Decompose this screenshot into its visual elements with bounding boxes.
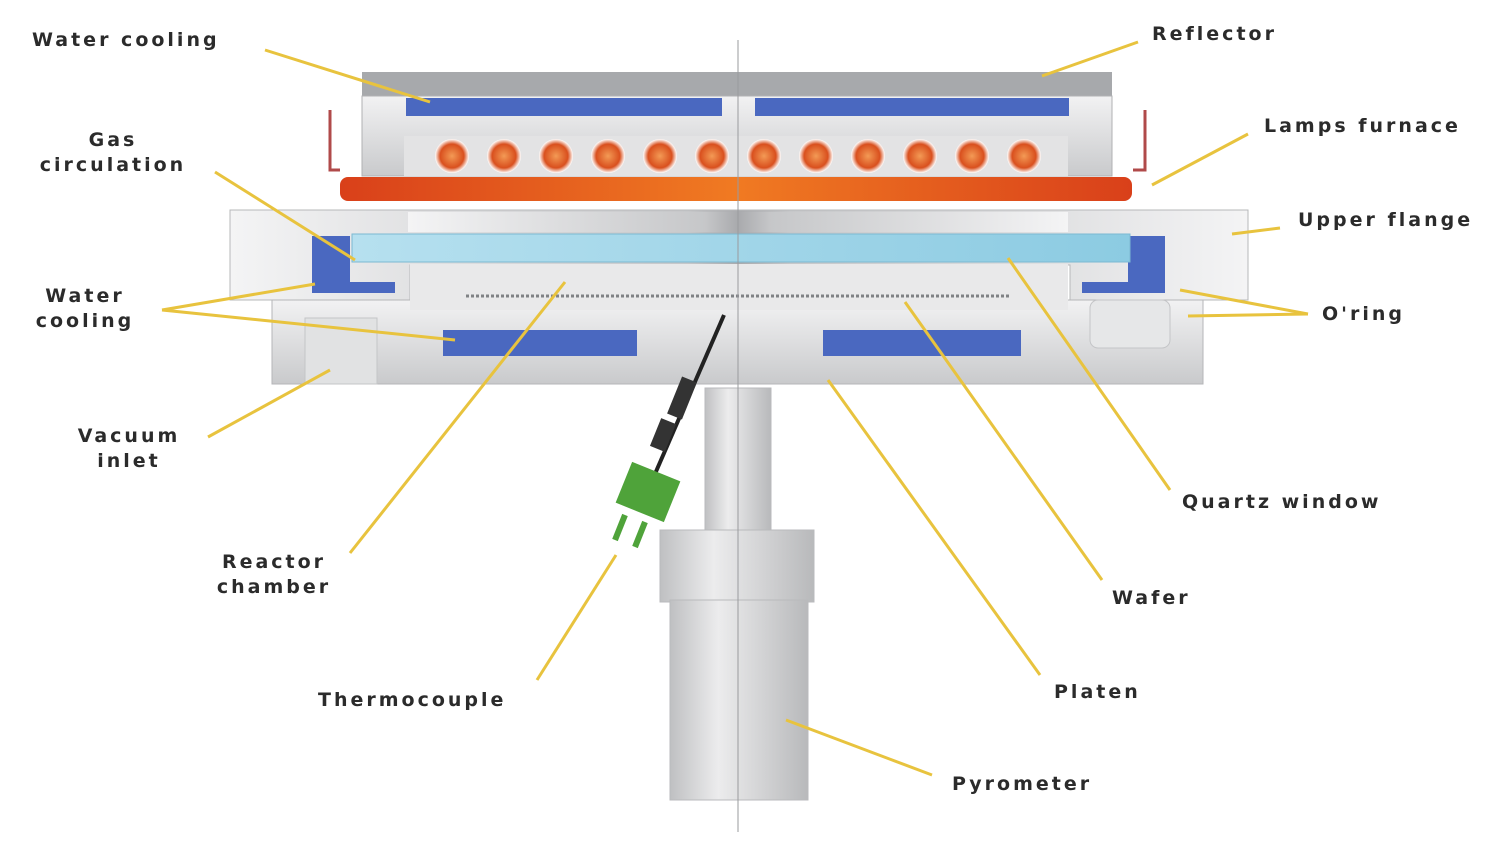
label-o-ring: O'ring bbox=[1322, 303, 1405, 325]
label-pyrometer: Pyrometer bbox=[952, 773, 1093, 795]
lamps-row bbox=[435, 139, 1041, 173]
label-water-cooling-top: Water cooling bbox=[32, 29, 220, 51]
leader-lines bbox=[161, 40, 1309, 777]
label-gas-circulation: Gas circulation bbox=[39, 129, 187, 176]
label-quartz-window: Quartz window bbox=[1182, 491, 1382, 513]
quartz-window bbox=[351, 233, 1131, 263]
label-reactor-chamber: Reactor chamber bbox=[216, 551, 332, 598]
pyrometer-assembly bbox=[659, 387, 815, 801]
label-water-cooling-side: Water cooling bbox=[35, 285, 135, 332]
water-cooling-flange-channels bbox=[312, 236, 1165, 293]
label-platen: Platen bbox=[1054, 681, 1141, 703]
thermocouple bbox=[612, 314, 726, 549]
label-lamps-furnace: Lamps furnace bbox=[1264, 115, 1461, 137]
label-wafer: Wafer bbox=[1112, 587, 1191, 609]
label-upper-flange: Upper flange bbox=[1298, 209, 1474, 231]
reflector-housing bbox=[361, 72, 1113, 177]
label-thermocouple: Thermocouple bbox=[318, 689, 507, 711]
label-reflector: Reflector bbox=[1152, 23, 1277, 45]
water-cooling-top-channels bbox=[406, 98, 1069, 116]
label-vacuum-inlet: Vacuum inlet bbox=[77, 425, 181, 472]
platen-cooling-channels bbox=[443, 330, 1021, 356]
lamp-furnace-rod bbox=[328, 110, 1147, 201]
